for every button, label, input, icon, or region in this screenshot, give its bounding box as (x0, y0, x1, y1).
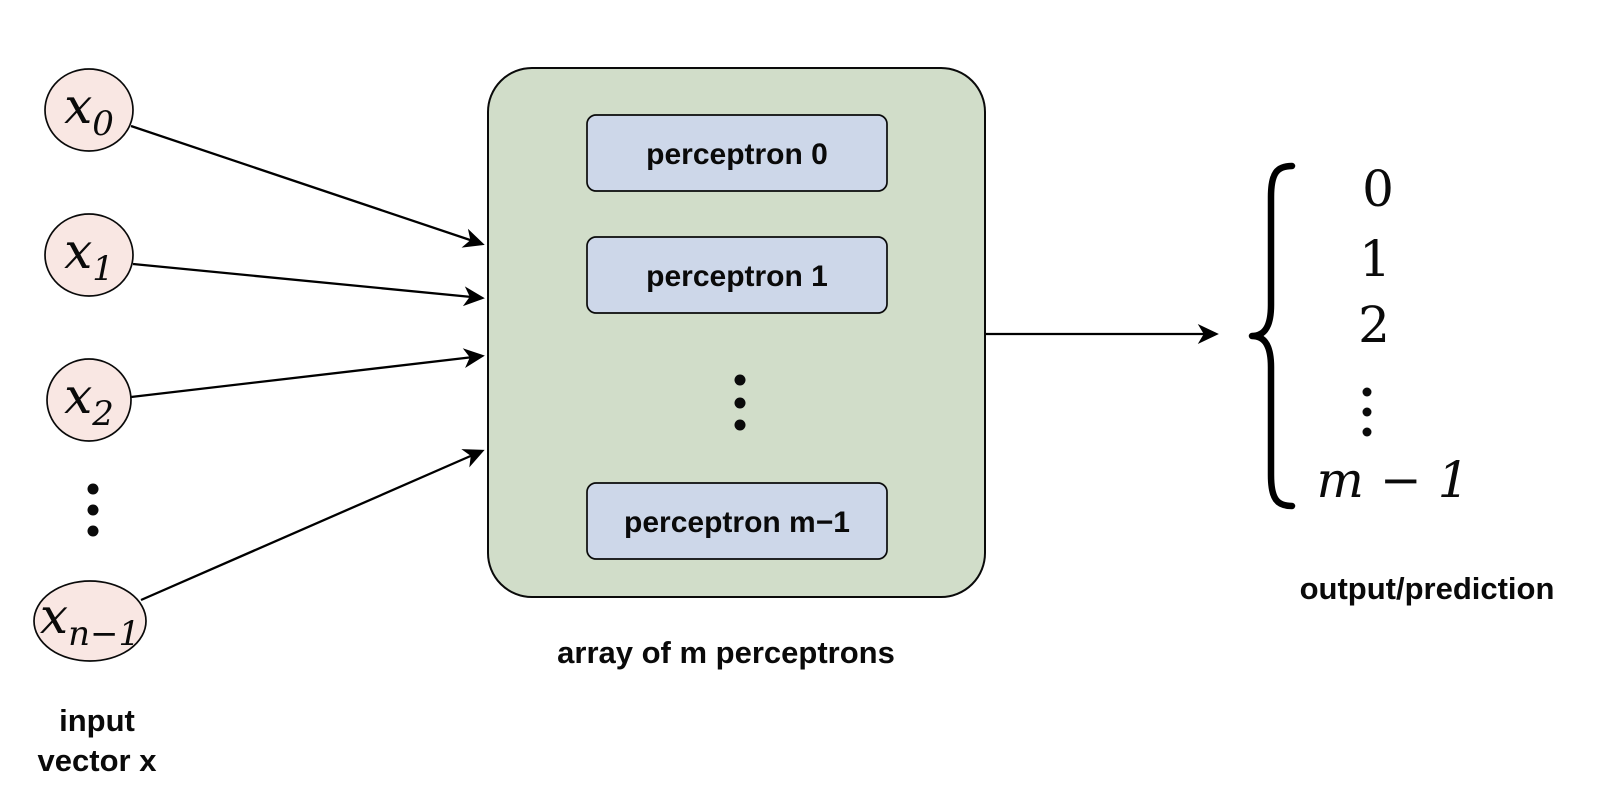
input-node-x0-label: x0 (64, 77, 114, 144)
perceptron-box-1-label: perceptron 1 (646, 260, 828, 293)
output-caption: output/prediction (1300, 571, 1555, 606)
input-ellipsis-dots (87, 483, 99, 537)
perceptron-box-m1-label: perceptron m−1 (624, 506, 850, 539)
output-ellipsis-dots (1362, 387, 1372, 437)
perceptron-box-0 (586, 114, 888, 192)
input-node-x2-label: x2 (64, 367, 114, 434)
connection-arrow-xn1 (140, 449, 485, 602)
perceptron-array-box (487, 67, 986, 598)
input-node-x1-label: x1 (64, 222, 114, 289)
output-value-1: 1 (1359, 230, 1391, 288)
input-node-x0 (44, 68, 134, 152)
input-node-xn1-label: xn−1 (40, 587, 140, 654)
input-caption-line1: input (59, 703, 135, 738)
output-brace (1248, 162, 1296, 510)
output-value-m1: m − 1 (1317, 451, 1470, 509)
output-section: 0 1 2 m − 1 output/prediction (1248, 160, 1555, 606)
array-ellipsis-dots (734, 374, 746, 431)
array-caption: array of m perceptrons (557, 635, 895, 670)
output-value-0: 0 (1362, 160, 1394, 218)
perceptron-box-1 (586, 236, 888, 314)
perceptron-box-m1 (586, 482, 888, 560)
connection-arrow-x1 (132, 262, 485, 307)
connection-arrow-x2 (130, 348, 485, 399)
input-caption-line2: vector x (38, 743, 158, 778)
connection-arrow-x0 (130, 124, 485, 248)
perceptron-box-0-label: perceptron 0 (646, 138, 828, 171)
perceptron-array: perceptron 0 perceptron 1 perceptron m−1… (487, 67, 986, 670)
input-node-x2 (46, 358, 132, 442)
output-value-2: 2 (1358, 296, 1390, 354)
input-node-xn1 (33, 580, 147, 662)
input-connection-arrows (130, 124, 485, 602)
input-node-x1 (44, 213, 134, 297)
input-layer: x0 x1 x2 xn−1 input vector x (33, 68, 158, 778)
